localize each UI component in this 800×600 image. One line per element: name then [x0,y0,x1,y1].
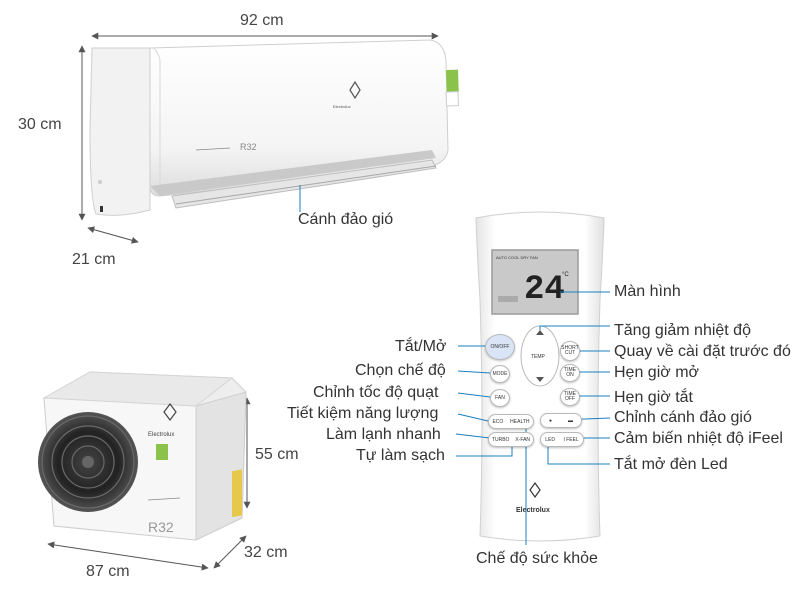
outdoor-unit: Electrolux R32 [38,371,247,541]
label-lam-lanh-nhanh: Làm lạnh nhanh [326,426,441,443]
time-off-button[interactable]: TIME OFF [560,388,580,406]
callout-line-tiet-kiem [457,413,489,422]
on-off-button[interactable]: ON/OFF [485,334,515,360]
swing-left-icon: ● [548,417,553,424]
outdoor-height-label: 55 cm [255,446,299,463]
eco-health-button[interactable]: ECO HEALTH [488,414,534,429]
callout-line-lam-lanh [455,433,491,439]
outdoor-brand-mark: Electrolux [148,432,174,438]
callout-line-tang-giam [539,325,610,330]
indoor-depth-label: 21 cm [72,251,116,268]
turbo-xfan-button[interactable]: TURBO X-FAN [488,432,534,447]
remote-display-temperature: 24 [524,271,565,309]
label-che-do-suc-khoe: Chế độ sức khỏe [476,550,598,567]
label-canh-dao-gio: Cánh đảo gió [298,211,394,228]
label-tu-lam-sach: Tự làm sạch [356,447,445,464]
eco-button-label: ECO [492,418,504,425]
health-button-label: HEALTH [510,418,530,425]
led-ifeel-button[interactable]: LED I FEEL [540,432,584,447]
callout-line-tu-lam-sach [456,446,513,457]
remote-display-mode-text: AUTO COOL DRY FAN [496,255,538,260]
label-quay-ve-cai-dat: Quay về cài đặt trước đó [614,343,791,360]
label-chinh-toc-do-quat: Chỉnh tốc độ quạt [313,384,439,401]
temp-button-label: TEMP [531,354,546,360]
swing-button[interactable]: ● ▬ [540,413,582,428]
time-on-button[interactable]: TIME ON [560,364,580,382]
label-hen-gio-mo: Hẹn giờ mở [614,364,700,381]
turbo-button-label: TURBO [491,436,510,443]
indoor-unit: Electrolux R32 [89,39,459,216]
swing-right-icon: ▬ [568,417,573,424]
remote-brand-mark: Electrolux [516,507,550,514]
label-cam-bien-ifeel: Cảm biến nhiệt độ iFeel [614,430,783,447]
fan-button[interactable]: FAN [490,389,510,407]
indoor-brand-mark: Electrolux [333,104,351,109]
short-cut-button-label: SHORT CUT [561,345,579,356]
remote-display-unit: °C [562,272,569,278]
outdoor-depth-label: 32 cm [244,544,288,561]
indoor-model-mark: R32 [240,142,257,152]
label-tat-mo-den-led: Tắt mở đèn Led [614,456,728,473]
time-off-button-label: TIME OFF [564,391,576,402]
outdoor-model-mark: R32 [148,519,174,535]
mode-button[interactable]: MODE [490,365,510,383]
on-off-button-label: ON/OFF [490,343,510,350]
callout-line-chinh-toc-do [457,392,491,398]
outdoor-depth-dimension [213,535,247,569]
label-hen-gio-tat: Hẹn giờ tắt [614,389,693,406]
callout-lines [455,291,611,545]
outdoor-width-label: 87 cm [86,563,130,580]
mode-button-label: MODE [492,370,508,377]
led-button-label: LED [545,436,555,443]
label-chon-che-do: Chọn chế độ [355,362,446,379]
fan-button-label: FAN [495,394,505,401]
label-tiet-kiem-nang-luong: Tiết kiệm năng lượng [287,405,439,422]
indoor-width-label: 92 cm [240,12,284,29]
outdoor-width-dimension [47,541,209,571]
callout-line-tat-mo-led [547,446,610,465]
indoor-height-label: 30 cm [18,116,62,133]
x-fan-button-label: X-FAN [515,436,531,443]
indoor-depth-dimension [87,226,139,244]
label-tat-mo: Tắt/Mở [395,338,447,355]
i-feel-button-label: I FEEL [563,436,579,443]
label-man-hinh: Màn hình [614,283,681,300]
label-chinh-canh-dao-gio: Chỉnh cánh đảo gió [614,409,752,426]
callout-line-chon-che-do [457,370,491,374]
remote-control: AUTO COOL DRY FAN 24 °C TEMP Electrolux [475,211,605,542]
label-tang-giam-nhiet-do: Tăng giảm nhiệt độ [614,322,751,339]
short-cut-button[interactable]: SHORT CUT [560,341,580,361]
time-on-button-label: TIME ON [564,367,576,378]
